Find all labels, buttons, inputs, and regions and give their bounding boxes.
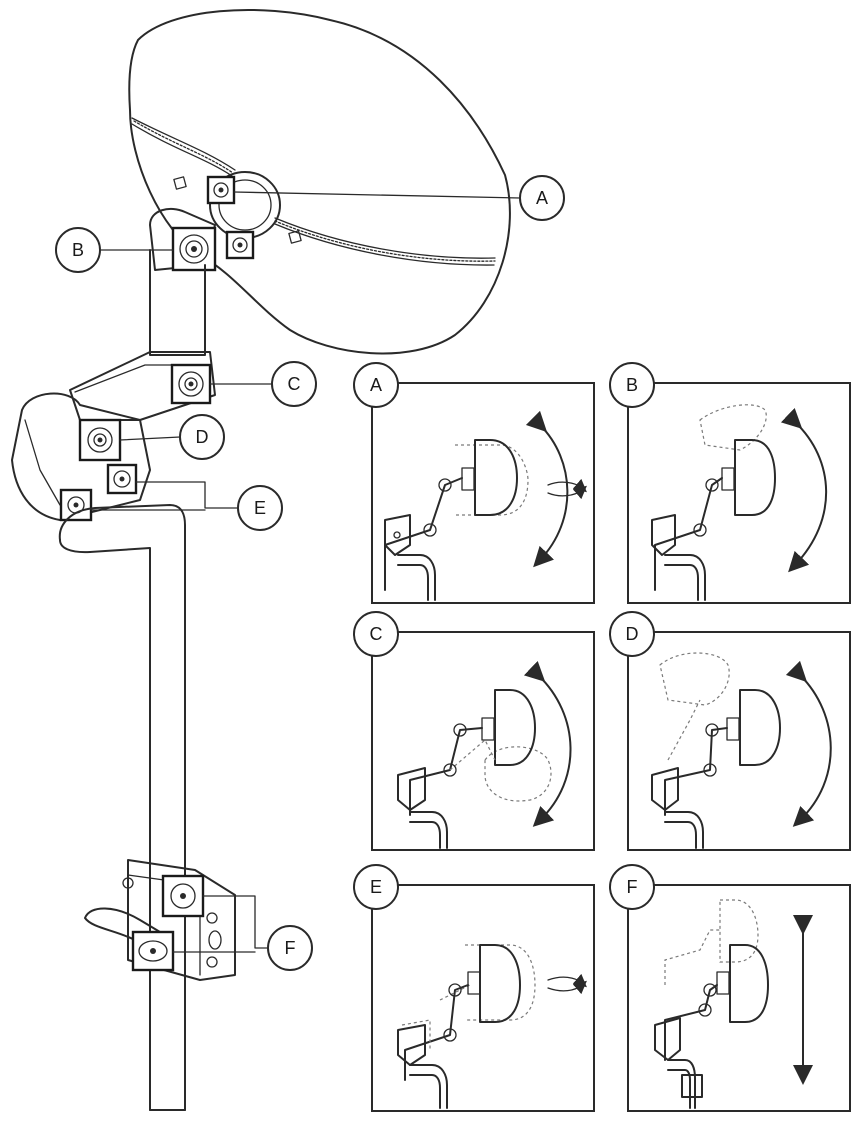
main-assembly [11, 9, 511, 1111]
svg-text:B: B [626, 375, 638, 395]
panel-b: B [609, 362, 851, 604]
panel-d: D [609, 611, 851, 851]
svg-text:B: B [72, 240, 84, 260]
leader-lines [90, 191, 521, 953]
svg-text:F: F [627, 877, 638, 897]
callout-f: F [267, 925, 313, 971]
svg-text:D: D [196, 427, 209, 447]
svg-text:A: A [536, 188, 548, 208]
callout-b: B [55, 227, 101, 273]
callout-e: E [237, 485, 283, 531]
panel-a: A [353, 362, 595, 604]
svg-text:C: C [370, 624, 383, 644]
svg-text:C: C [288, 374, 301, 394]
callout-c: C [271, 361, 317, 407]
svg-text:D: D [626, 624, 639, 644]
panel-f: F [609, 864, 851, 1112]
svg-text:A: A [370, 375, 382, 395]
svg-text:E: E [370, 877, 382, 897]
svg-text:E: E [254, 498, 266, 518]
knob-c [170, 363, 212, 405]
callout-a: A [519, 175, 565, 221]
panel-c: C [353, 611, 595, 851]
headrest-cushion [128, 9, 511, 355]
callout-d: D [179, 414, 225, 460]
panel-e: E [353, 864, 595, 1112]
svg-text:F: F [285, 938, 296, 958]
